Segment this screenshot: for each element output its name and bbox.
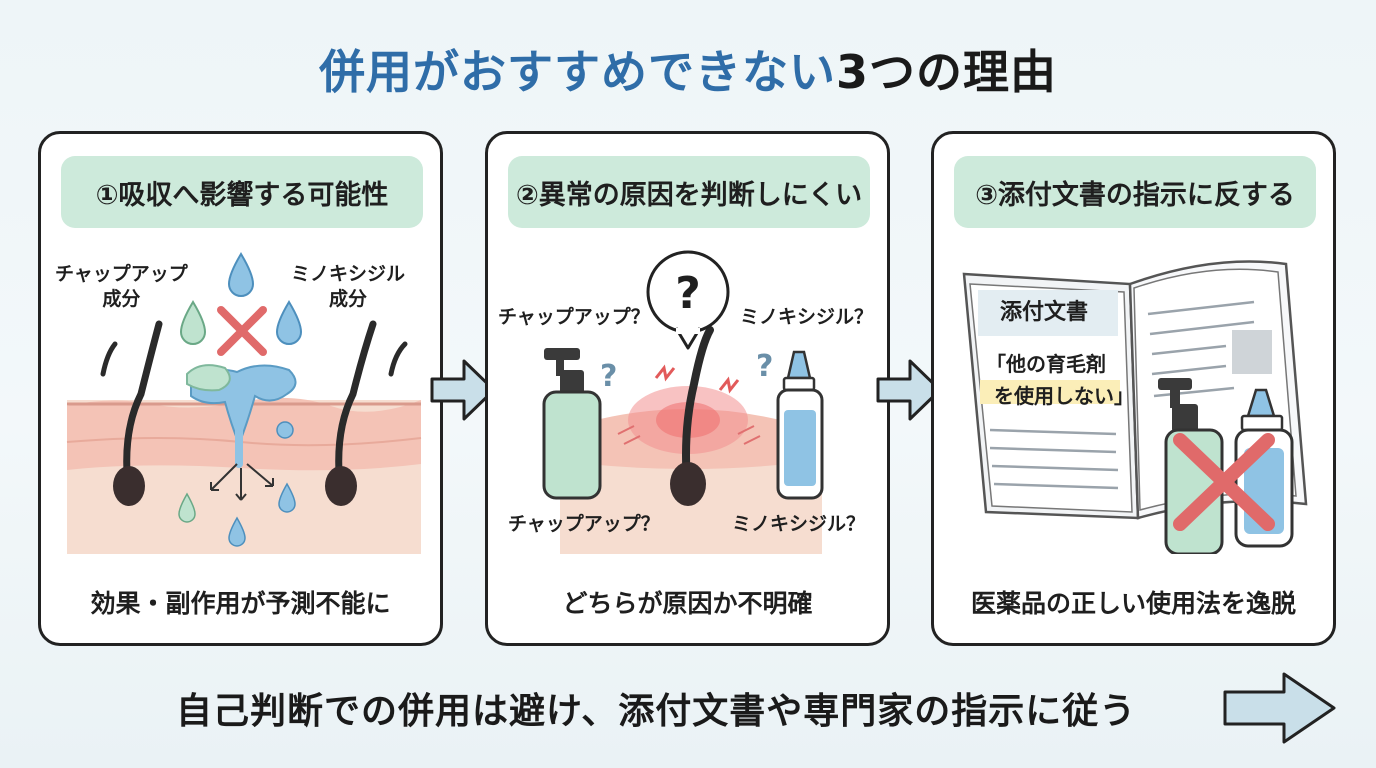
label-minoxidil-bottom: ミノキシジル？: [732, 513, 866, 535]
hair-follicle-left: [100, 320, 163, 506]
question-icon: ?: [600, 359, 617, 394]
question-bubble-icon: [646, 250, 730, 350]
panel-header: ③添付文書の指示に反する: [954, 156, 1316, 228]
cause-illustration: ? ?: [542, 250, 824, 554]
document-quote-line2: を使用しない」: [994, 384, 1134, 408]
green-drop-icon: [179, 300, 207, 345]
conclusion-arrow-icon: [1223, 672, 1336, 744]
document-quote-line1: 「他の育毛剤: [986, 352, 1106, 376]
water-drop-icon: [275, 300, 303, 345]
page-title: 併用がおすすめできない3つの理由: [0, 36, 1376, 102]
spread-arrows: [210, 463, 274, 501]
label-minoxidil-top: ミノキシジル？: [740, 306, 874, 328]
green-bottle-icon: [542, 348, 602, 500]
document-title: 添付文書: [1000, 300, 1089, 325]
panel-caption: 効果・副作用が予測不能に: [90, 589, 391, 618]
label-chapup-bottom: チャップアップ？: [508, 513, 660, 535]
reason-panel-cause: ②異常の原因を判断しにくい: [485, 131, 890, 646]
document-illustration: [962, 260, 1308, 554]
reason-panel-absorption: ①吸収へ影響する可能性: [38, 131, 443, 646]
cross-icon: [217, 306, 267, 356]
panel-caption: どちらが原因か不明確: [562, 589, 813, 618]
panel-header: ①吸収へ影響する可能性: [61, 156, 423, 228]
panel-header: ②異常の原因を判断しにくい: [508, 156, 870, 228]
skin-dermis: [67, 397, 421, 471]
hair-follicle-right: [325, 320, 408, 506]
absorption-illustration: [66, 252, 422, 554]
right-arrow-icon: [430, 359, 496, 421]
water-drop-icon: [227, 252, 255, 297]
right-arrow-icon: [876, 359, 942, 421]
green-liquid: [186, 364, 231, 392]
question-icon: ?: [756, 349, 773, 384]
label-chapup-ingredient: チャップアップ 成分: [55, 263, 188, 310]
blue-bottle-icon: [776, 350, 824, 500]
bubble-question-mark: ?: [675, 268, 701, 319]
panel-caption: 医薬品の正しい使用法を逸脱: [970, 589, 1296, 618]
title-rest: 3つの理由: [835, 45, 1057, 99]
footer-conclusion: 自己判断での併用は避け、添付文書や専門家の指示に従う: [176, 691, 1137, 732]
label-minoxidil-ingredient: ミノキシジル 成分: [291, 263, 406, 310]
title-highlight: 併用がおすすめできない: [318, 45, 836, 99]
label-chapup-top: チャップアップ？: [498, 306, 650, 328]
reason-panel-instructions: ③添付文書の指示に反する: [931, 131, 1336, 646]
cross-icon: [1173, 433, 1275, 531]
